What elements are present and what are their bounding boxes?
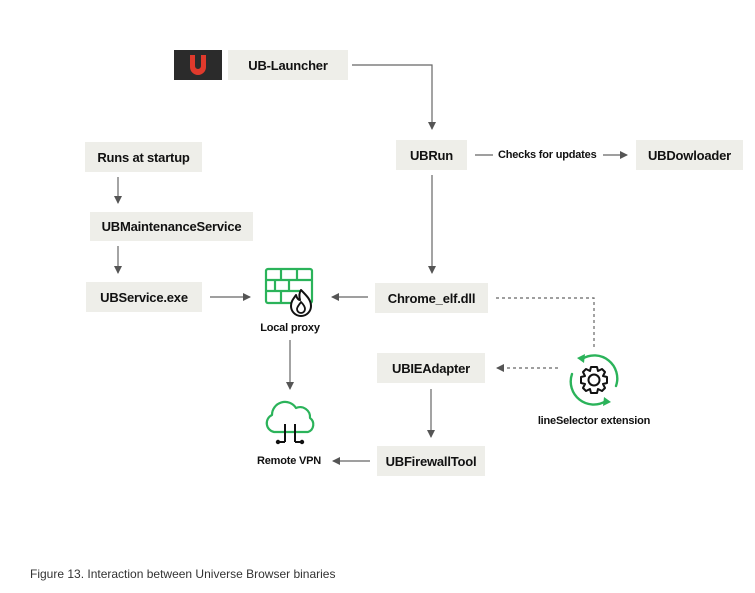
node-ubdowloader: UBDowloader — [636, 140, 743, 170]
gear-refresh-icon — [564, 350, 624, 410]
node-label: UBRun — [409, 147, 454, 163]
node-label: UBService.exe — [100, 289, 188, 305]
firewall-flame-icon — [263, 266, 319, 318]
label-remote-vpn: Remote VPN — [256, 455, 322, 467]
edge-chromeelf-extension — [496, 297, 595, 350]
node-runs-at-startup: Runs at startup — [85, 142, 202, 172]
node-label: UBFirewallTool — [385, 453, 477, 469]
node-ubmaintenanceservice: UBMaintenanceService — [90, 212, 253, 241]
node-label: Runs at startup — [97, 149, 190, 165]
node-ubservice-exe: UBService.exe — [86, 282, 202, 312]
edge-launcher-ubrun — [352, 64, 436, 130]
node-label: Chrome_elf.dll — [387, 290, 476, 306]
node-label: UB-Launcher — [248, 57, 328, 73]
node-ubrun: UBRun — [396, 140, 467, 170]
node-ubfirewalltool: UBFirewallTool — [377, 446, 485, 476]
label-lineselector-extension: lineSelector extension — [537, 415, 651, 427]
label-local-proxy: Local proxy — [260, 322, 320, 334]
node-chrome-elf-dll: Chrome_elf.dll — [375, 283, 488, 313]
node-ub-launcher: UB-Launcher — [228, 50, 348, 80]
node-label: UBIEAdapter — [392, 360, 470, 376]
launcher-logo-icon — [174, 50, 222, 80]
figure-caption: Figure 13. Interaction between Universe … — [30, 567, 336, 581]
node-label: UBMaintenanceService — [101, 219, 242, 234]
node-label: UBDowloader — [647, 147, 732, 163]
edge-label-checks-for-updates: Checks for updates — [498, 149, 597, 161]
node-ubieadapter: UBIEAdapter — [377, 353, 485, 383]
cloud-network-icon — [260, 398, 320, 448]
